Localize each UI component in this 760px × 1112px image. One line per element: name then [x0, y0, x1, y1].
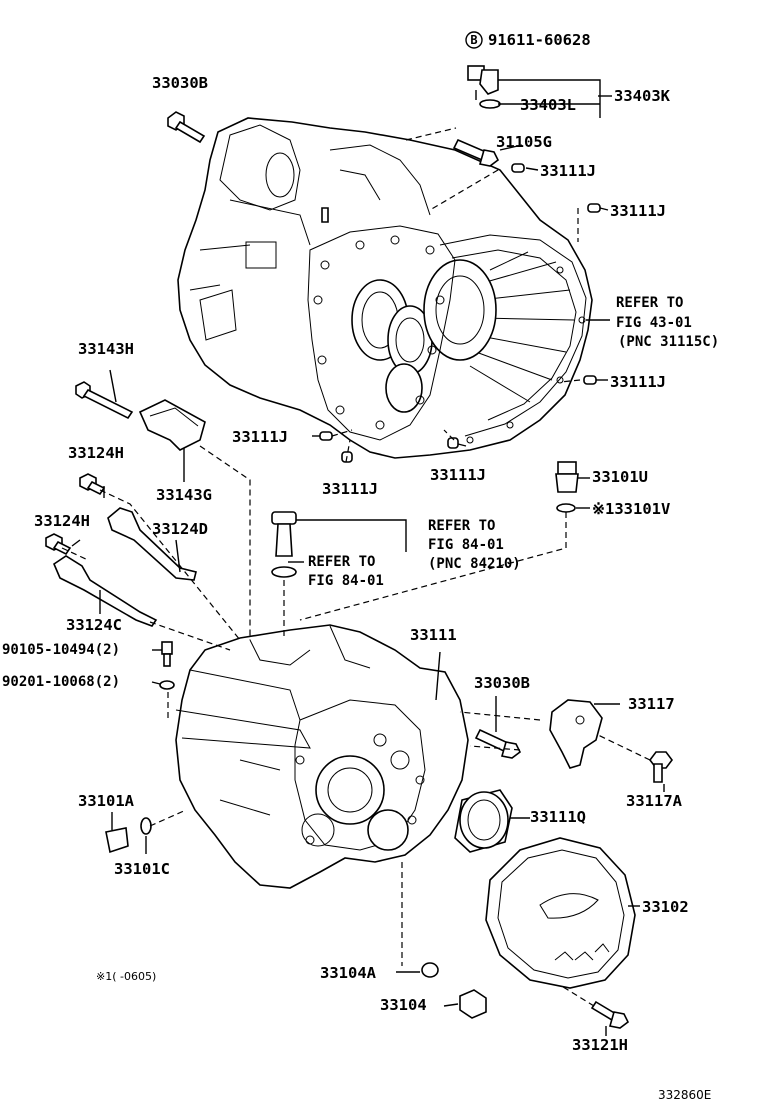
part-33102: 33102: [642, 898, 689, 916]
part-33143h: 33143H: [78, 340, 134, 358]
part-33111j-e: 33111J: [322, 480, 378, 498]
part-33143g: 33143G: [156, 486, 212, 504]
part-33111j-a: 33111J: [540, 162, 596, 180]
refer-fig43-line3: (PNC 31115C): [618, 334, 720, 350]
refer-fig84a-line1: REFER TO: [428, 518, 496, 534]
refer-fig43-line1: REFER TO: [616, 295, 684, 311]
extension-housing-33102: [485, 837, 636, 989]
part-33121h: 33121H: [572, 1036, 628, 1054]
part-33124h-b: 33124H: [34, 512, 90, 530]
bracket-33117: [549, 699, 603, 769]
part-90105-10494: 90105-10494(2): [2, 642, 121, 658]
part-90201-10068: 90201-10068(2): [2, 674, 121, 690]
b-marker-label: B: [470, 33, 478, 47]
part-33101v: ※133101V: [592, 500, 671, 518]
part-33111j-c: 33111J: [610, 373, 666, 391]
refer-fig43-line2: FIG 43-01: [616, 315, 692, 331]
part-33101u: 33101U: [592, 468, 648, 486]
bearing-33111q: [454, 789, 513, 853]
part-33117a: 33117A: [626, 792, 682, 810]
part-91611-60628: 91611-60628: [488, 31, 591, 49]
part-33111j-d: 33111J: [232, 428, 288, 446]
part-33111q: 33111Q: [530, 808, 586, 826]
part-33104: 33104: [380, 996, 427, 1014]
refer-fig84a-line3: (PNC 84210): [428, 556, 521, 572]
transaxle-housing-upper: [177, 117, 593, 459]
part-33124h-a: 33124H: [68, 444, 124, 462]
refer-fig84b-line1: REFER TO: [308, 554, 376, 570]
leader-lines: [71, 79, 665, 1036]
part-33124d: 33124D: [152, 520, 208, 538]
part-33124c: 33124C: [66, 616, 122, 634]
part-33111j-f: 33111J: [430, 466, 486, 484]
part-33403k: 33403K: [614, 87, 670, 105]
part-33403l: 33403L: [520, 96, 576, 114]
b-marker-circle: [465, 31, 483, 49]
footnote: ※1( -0605): [96, 970, 157, 983]
part-33101a: 33101A: [78, 792, 134, 810]
part-33117: 33117: [628, 695, 675, 713]
refer-fig84b-line2: FIG 84-01: [308, 573, 384, 589]
part-33101c: 33101C: [114, 860, 170, 878]
part-33030b-top: 33030B: [152, 74, 208, 92]
part-33111: 33111: [410, 626, 457, 644]
transmission-case-lower: [175, 624, 469, 889]
fasteners: [45, 65, 673, 1029]
part-31105g: 31105G: [496, 133, 552, 151]
assembly-lines: [61, 127, 651, 1007]
part-33030b-mid: 33030B: [474, 674, 530, 692]
diagram-code: 332860E: [658, 1088, 712, 1102]
refer-fig84a-line2: FIG 84-01: [428, 537, 504, 553]
part-33111j-b: 33111J: [610, 202, 666, 220]
part-33104a: 33104A: [320, 964, 376, 982]
